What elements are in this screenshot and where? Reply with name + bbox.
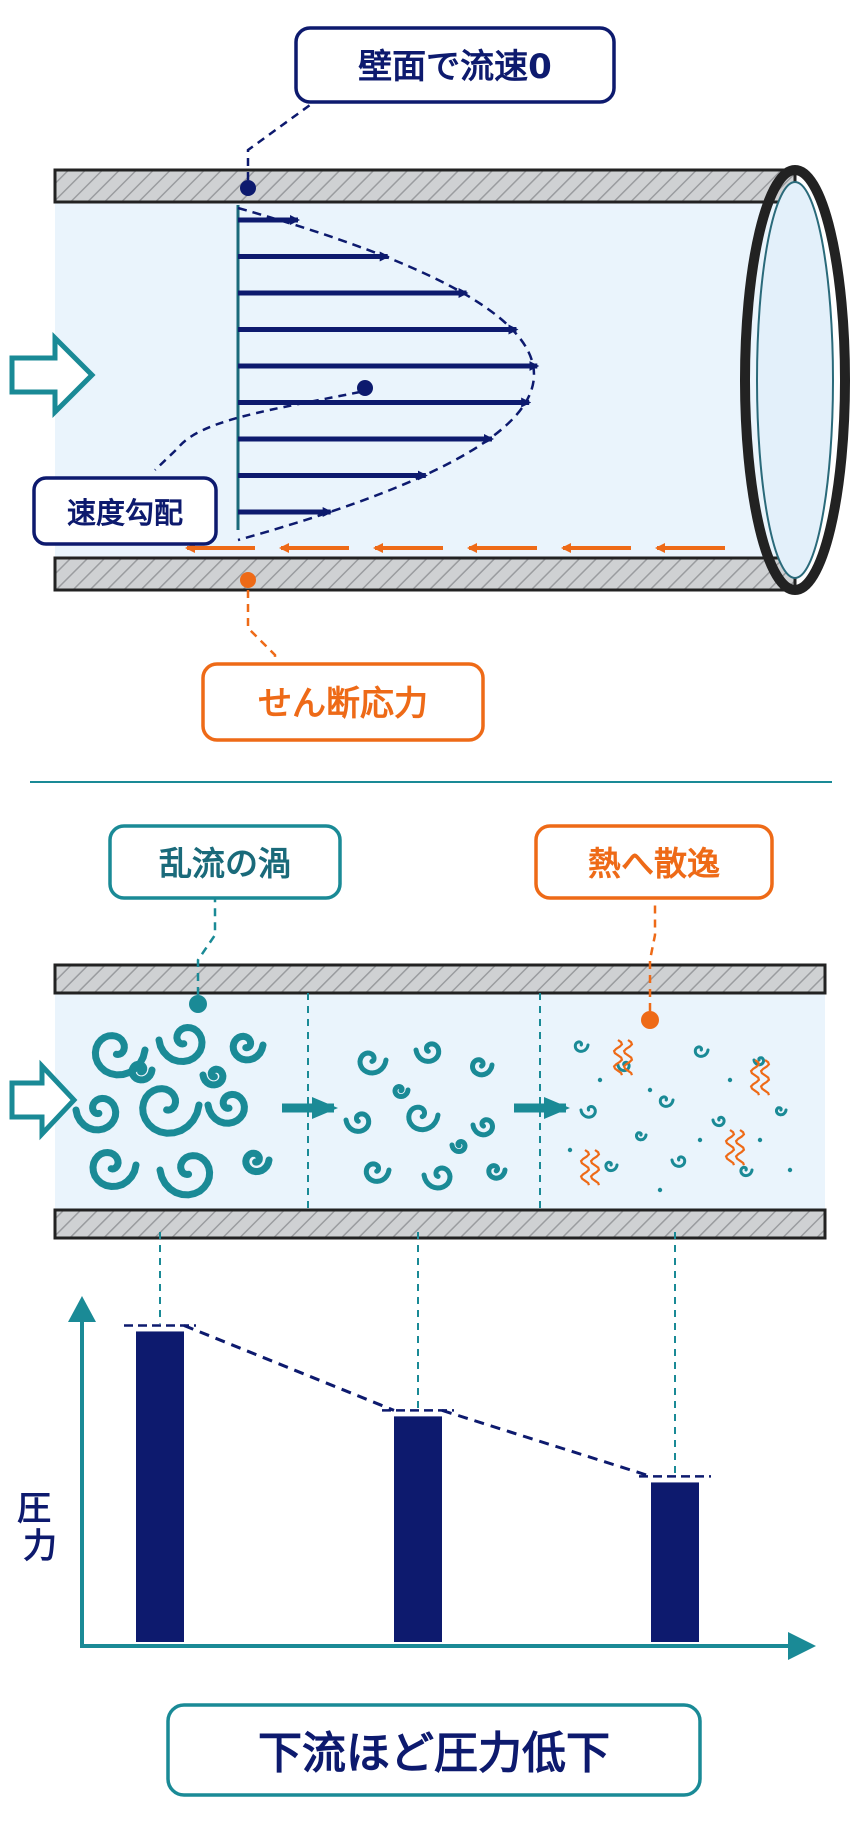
heat-callout-leader <box>648 898 657 1011</box>
y-axis-arrow-icon <box>68 1296 96 1322</box>
pressure-axis-label: 圧 力 <box>17 1489 63 1566</box>
shear-callout-leader <box>246 590 277 666</box>
eddy <box>604 1160 619 1173</box>
shear-stress-label-box <box>201 662 485 742</box>
eddy <box>363 1161 392 1184</box>
eddy <box>156 1152 214 1199</box>
eddy <box>693 1045 710 1058</box>
eddy <box>72 1094 120 1134</box>
inflow-arrow-icon-2 <box>9 1059 78 1141</box>
heat-wave-icon <box>734 1129 746 1166</box>
shear-stress-label: せん断応力 <box>258 684 428 724</box>
eddy-callout-leader <box>196 898 217 995</box>
eddy-dot <box>597 1077 603 1083</box>
pressure-trend-line <box>441 1408 652 1478</box>
pressure-bar <box>651 1482 699 1642</box>
wall-velocity-label: 壁面で流速0 <box>358 47 552 87</box>
pipe-wall-top <box>53 168 797 204</box>
gradient-point-marker <box>357 380 373 396</box>
eddy <box>739 1165 754 1178</box>
heat-wave-icon <box>749 1059 761 1096</box>
pressure-chart: 圧 力 <box>17 1232 816 1660</box>
eddy <box>128 1060 156 1084</box>
heat-wave-icon <box>622 1039 634 1076</box>
eddy <box>199 1065 227 1089</box>
eddy <box>775 1106 788 1117</box>
eddy-dot <box>787 1167 793 1173</box>
eddy <box>421 1165 453 1191</box>
eddy <box>658 1095 675 1108</box>
eddy-point-marker <box>189 995 207 1013</box>
inflow-arrow-icon <box>9 331 96 419</box>
pressure-bar <box>136 1331 184 1642</box>
pipe-wall-bottom <box>53 556 797 592</box>
eddy <box>155 1023 206 1066</box>
caption-text: 下流ほど圧力低下 <box>258 1728 610 1779</box>
heat-wave-icon <box>724 1129 736 1166</box>
eddy <box>242 1149 273 1176</box>
eddy <box>413 1041 442 1064</box>
heat-point-marker <box>641 1011 659 1029</box>
shear-point-marker <box>240 572 256 588</box>
velocity-gradient-label-box <box>32 476 218 546</box>
eddy-dot <box>727 1077 733 1083</box>
x-axis-arrow-icon <box>788 1632 816 1660</box>
eddy <box>89 1148 140 1191</box>
eddy-label-box <box>108 824 342 900</box>
eddy <box>616 1060 631 1073</box>
turbulent-eddies <box>72 1023 793 1199</box>
heat-label-box <box>534 824 774 900</box>
eddy <box>635 1131 648 1142</box>
eddy-dot <box>647 1087 653 1093</box>
velocity-profile-curve <box>237 206 535 542</box>
caption-box <box>166 1703 702 1797</box>
eddy <box>469 1057 495 1078</box>
heat-wave-icon <box>579 1149 591 1186</box>
eddy-dot <box>757 1137 763 1143</box>
eddy <box>670 1155 687 1168</box>
wall-velocity-label-box <box>294 26 616 104</box>
eddy <box>204 1090 248 1127</box>
eddy <box>406 1104 441 1133</box>
eddy <box>573 1040 590 1053</box>
eddy <box>486 1163 508 1181</box>
eddy-dot <box>697 1137 703 1143</box>
eddy <box>91 1032 149 1079</box>
heat-wave-icon <box>589 1149 601 1186</box>
velocity-gradient-label: 速度勾配 <box>67 496 183 530</box>
eddy <box>357 1050 389 1076</box>
eddy-label: 乱流の渦 <box>159 844 291 883</box>
eddy-dot <box>657 1187 663 1193</box>
heat-wave-icon <box>612 1039 624 1076</box>
eddy <box>711 1115 726 1128</box>
pipe-end-rim <box>740 165 850 595</box>
pipe-bottom <box>53 963 827 1240</box>
eddy <box>579 1104 597 1119</box>
pressure-bar <box>394 1416 442 1642</box>
pipe-opening <box>756 181 834 579</box>
pressure-trend-line <box>183 1324 395 1412</box>
heat-wave-icon <box>759 1059 771 1096</box>
eddy <box>449 1138 468 1155</box>
pipe2-wall-top <box>53 963 827 995</box>
heat-waves <box>579 1039 771 1186</box>
velocity-vectors <box>238 215 540 517</box>
eddy <box>392 1083 411 1100</box>
heat-label: 熱へ散逸 <box>588 844 720 883</box>
eddy <box>343 1111 372 1134</box>
wall-callout-leader <box>246 92 312 180</box>
pipe2-wall-bottom <box>53 1208 827 1240</box>
eddy <box>139 1085 203 1137</box>
eddy <box>229 1032 267 1064</box>
gradient-callout-leader <box>154 390 361 471</box>
eddy-dot <box>567 1147 573 1153</box>
eddy <box>470 1117 496 1138</box>
wall-point-marker <box>240 180 256 196</box>
